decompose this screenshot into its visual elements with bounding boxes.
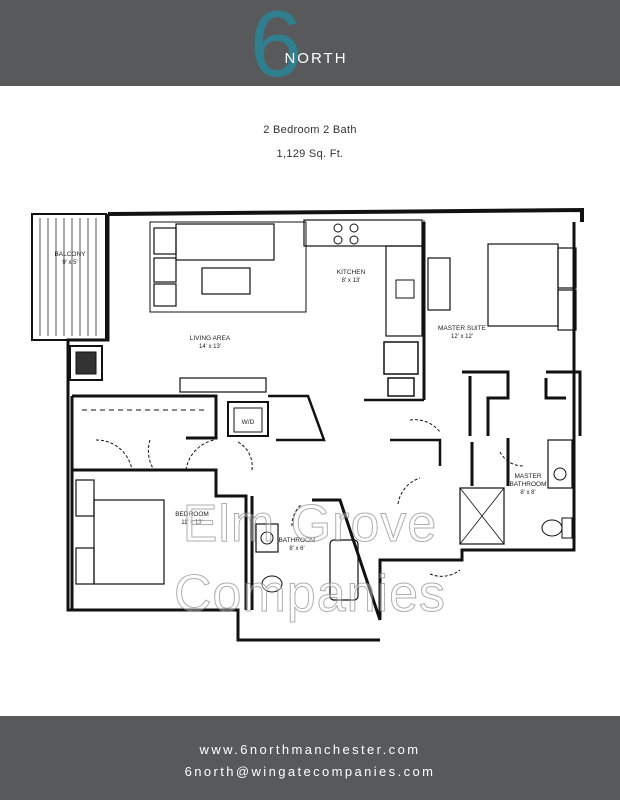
kitchen-dims: 8' x 13' — [342, 278, 361, 284]
master-bath-label-2: BATHROOM — [509, 481, 546, 488]
balcony-dims: 9' x 5' — [62, 260, 77, 266]
living-dims: 14' x 13' — [199, 344, 221, 350]
bedroom-dims: 11' x 13' — [181, 520, 203, 526]
bathroom-dims: 8' x 6' — [289, 546, 304, 552]
kitchen-label: KITCHEN — [337, 269, 366, 276]
unit-size: 1,129 Sq. Ft. — [276, 148, 344, 160]
floor-plan: BALCONY 9' x 5' KITCHEN 8' x 13' LIVING … — [31, 207, 584, 642]
living-label: LIVING AREA — [190, 335, 231, 342]
header-bar — [0, 0, 620, 86]
master-suite-label: MASTER SUITE — [438, 325, 487, 332]
washer-dryer-label: W/D — [242, 419, 255, 426]
bedroom-label: BEDROOM — [175, 511, 209, 518]
email-link[interactable]: 6north@wingatecompanies.com — [184, 764, 436, 779]
brand-logo: 6 NORTH — [250, 0, 347, 86]
master-bath-dims: 8' x 8' — [520, 490, 535, 496]
footer-bar — [0, 716, 620, 800]
logo-word: NORTH — [284, 50, 347, 67]
logo-numeral: 6 — [250, 0, 302, 86]
master-suite-dims: 12' x 12' — [451, 334, 473, 340]
balcony-label: BALCONY — [54, 251, 86, 258]
watermark-line-1: Elm Grove — [182, 495, 438, 554]
master-bath-label: MASTER — [514, 473, 541, 480]
unit-type: 2 Bedroom 2 Bath — [263, 124, 357, 136]
bathroom-label: BATHROOM — [278, 537, 315, 544]
website-link[interactable]: www.6northmanchester.com — [199, 742, 421, 757]
watermark-line-2: Companies — [173, 565, 447, 624]
